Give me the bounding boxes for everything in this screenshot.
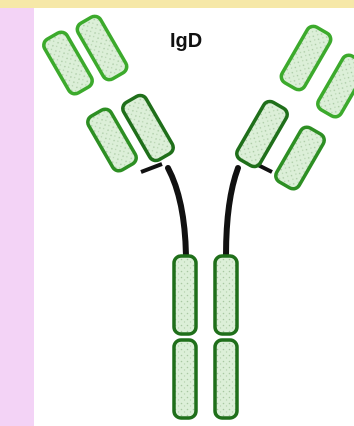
left-hinge-line <box>168 168 186 256</box>
right-fc-chain <box>215 256 237 418</box>
left-fc-chain <box>174 256 196 418</box>
left-disulfide-bond <box>141 164 162 172</box>
right-hinge-line <box>226 168 238 256</box>
diagram-title: IgD <box>170 30 202 53</box>
